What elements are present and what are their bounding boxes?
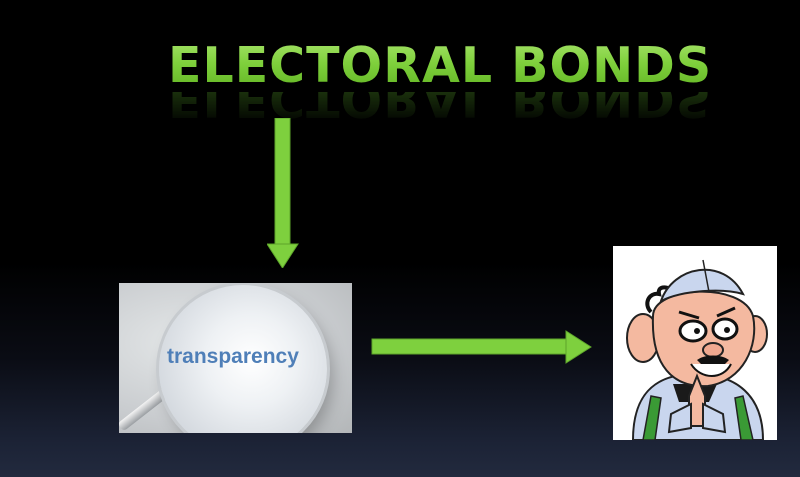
magnifier-lens-icon xyxy=(159,285,327,433)
slide-title: ELECTORAL BONDS xyxy=(168,37,713,94)
arrow-down-icon xyxy=(267,118,299,268)
transparency-label: transparency xyxy=(167,345,299,368)
politician-cartoon-icon xyxy=(626,259,768,440)
arrow-right-icon xyxy=(371,330,592,364)
slide-title-reflection: ELECTORAL BONDS xyxy=(168,92,708,126)
transparency-magnifier-image: transparency xyxy=(119,283,352,433)
politician-cartoon-image xyxy=(613,246,777,440)
